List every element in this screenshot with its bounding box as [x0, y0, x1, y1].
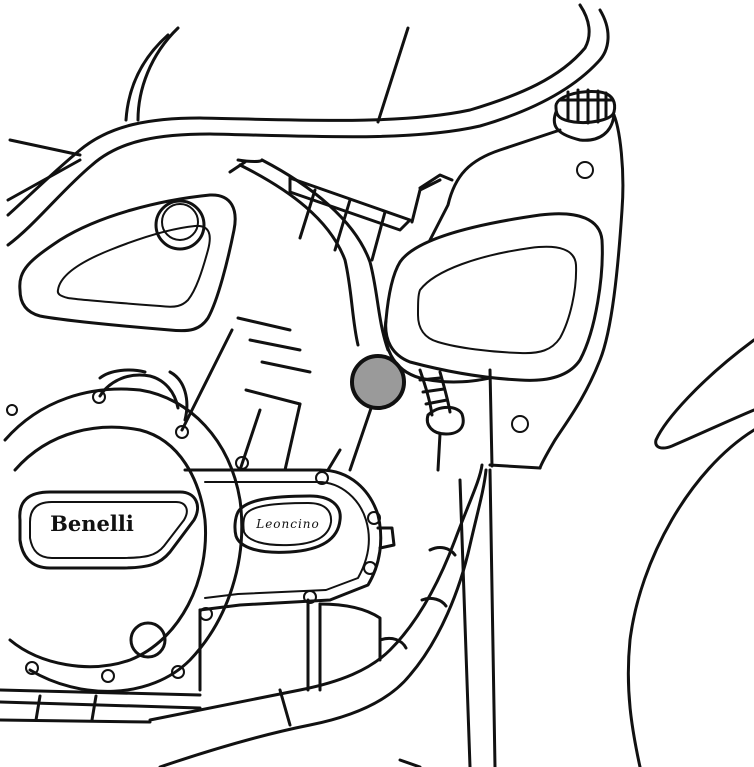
- bolt: [235, 456, 249, 470]
- bolt: [367, 511, 381, 525]
- engine-bolts: [6, 390, 381, 683]
- bolt: [92, 390, 106, 404]
- exhaust-header: [148, 463, 497, 767]
- front-wheel-fender: [626, 338, 754, 767]
- brand-logo-plate: Benelli: [18, 490, 199, 570]
- model-logo-text: Leoncino: [255, 517, 320, 531]
- reservoir-mount-hole: [511, 415, 529, 433]
- reservoir-hole: [576, 161, 594, 179]
- engine-block: [180, 316, 382, 472]
- bolt: [25, 661, 39, 675]
- front-engine-cover: Leoncino: [183, 468, 396, 612]
- left-side-panel: [18, 193, 237, 333]
- upper-frame: [6, 3, 610, 247]
- highlighted-mount-point: [350, 354, 406, 410]
- bolt: [175, 425, 189, 439]
- radiator-shroud: [383, 212, 604, 384]
- bolt: [315, 471, 329, 485]
- bolt: [6, 404, 18, 416]
- coolant-hose: [418, 368, 465, 472]
- coolant-reservoir: [428, 88, 625, 470]
- bolt: [303, 590, 317, 604]
- lower-crankcase: [0, 598, 382, 724]
- bolt: [363, 561, 377, 575]
- panel-cap-inner: [161, 203, 199, 241]
- hose-fitting: [425, 405, 465, 436]
- highlight-marker: [350, 354, 406, 410]
- brand-logo-text: Benelli: [50, 511, 134, 536]
- bolt: [101, 669, 115, 683]
- bolt: [171, 665, 185, 679]
- cover-plug: [129, 621, 167, 659]
- reservoir-cap: [554, 90, 617, 124]
- model-badge: [233, 494, 342, 554]
- frame-truss-bracket: [288, 176, 442, 262]
- panel-cap-outer: [154, 199, 206, 251]
